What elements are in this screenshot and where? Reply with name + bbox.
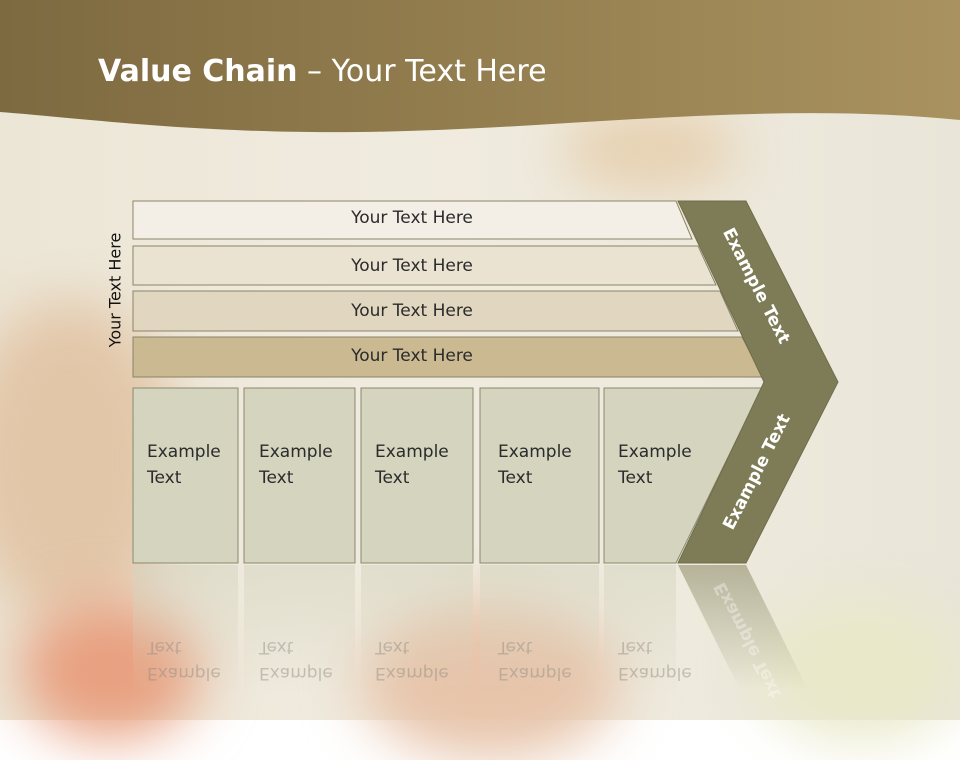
background-shape	[560, 110, 740, 190]
box-1-shape	[132, 387, 239, 564]
box-2-reflection: Example Text	[259, 637, 333, 683]
box-4-label: Example Text	[498, 442, 572, 488]
title-bold: Value Chain	[98, 54, 298, 89]
box-3-label: Example Text	[375, 442, 449, 488]
row-1-shape	[132, 200, 693, 240]
chevron-arrow	[677, 200, 839, 564]
box-1-reflection: Example Text	[147, 637, 221, 683]
box-5-reflection: Example Text	[618, 637, 692, 683]
box-2-label: Example Text	[259, 442, 333, 488]
diagram-canvas	[0, 0, 960, 695]
side-label: Your Text Here	[105, 232, 125, 348]
row-3-shape	[132, 290, 739, 332]
box-3-reflection: Example Text	[375, 637, 449, 683]
row-2-shape	[132, 245, 717, 286]
box-2-shape	[243, 387, 356, 564]
box-3-shape	[360, 387, 474, 564]
row-1-label: Your Text Here	[351, 208, 473, 228]
row-3-label: Your Text Here	[351, 301, 473, 321]
box-1-label: Example Text	[147, 442, 221, 488]
title-rest: – Your Text Here	[297, 54, 547, 89]
box-5-label: Example Text	[618, 442, 692, 488]
reflection	[133, 565, 808, 695]
header-band	[0, 0, 960, 133]
row-4-label: Your Text Here	[351, 346, 473, 366]
box-5-shape	[603, 387, 763, 564]
page-title: Value Chain – Your Text Here	[98, 54, 547, 89]
row-2-label: Your Text Here	[351, 256, 473, 276]
box-4-reflection: Example Text	[498, 637, 572, 683]
box-4-shape	[479, 387, 600, 564]
